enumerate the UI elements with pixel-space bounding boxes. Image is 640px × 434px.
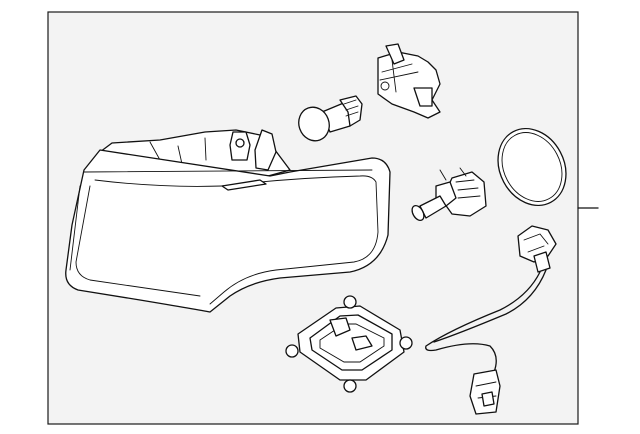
turn-signal-bulb bbox=[298, 95, 363, 142]
ballast-module bbox=[285, 295, 413, 393]
headlamp-assembly bbox=[65, 129, 391, 313]
hid-bulb bbox=[411, 167, 487, 222]
bulb-socket bbox=[377, 43, 441, 119]
wiring-harness bbox=[425, 225, 557, 415]
dust-cap bbox=[497, 127, 567, 207]
